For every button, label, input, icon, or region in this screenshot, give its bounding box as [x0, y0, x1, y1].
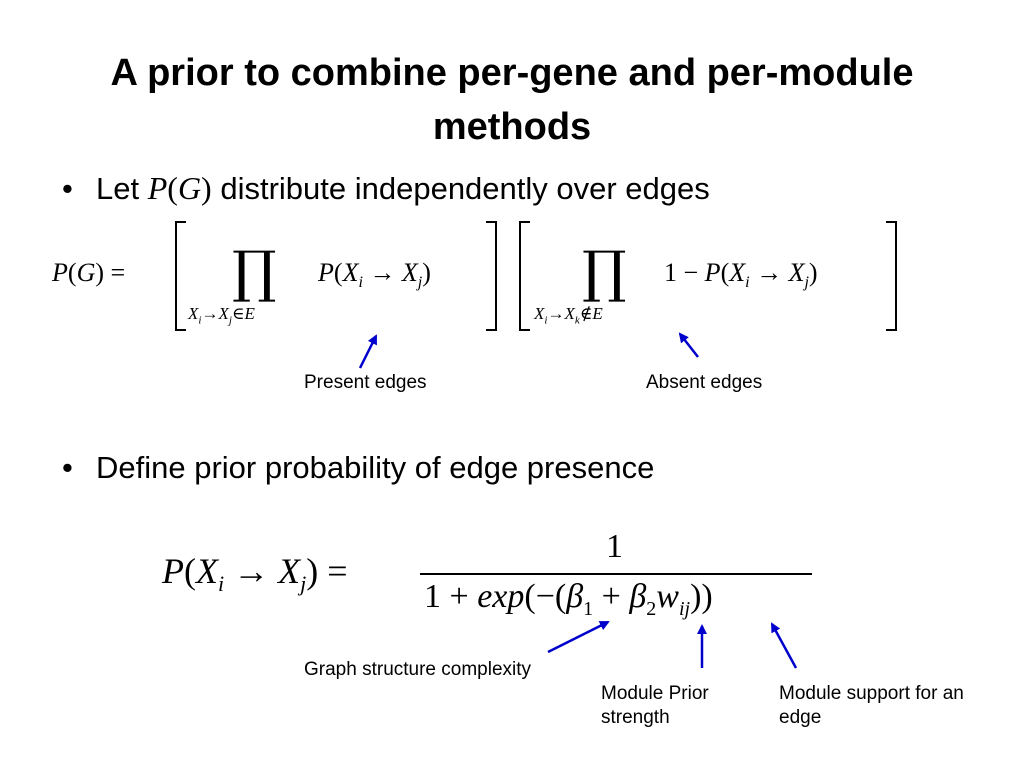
arrow-absent-edges — [678, 332, 699, 358]
eq1-sub-2: Xi→Xk∉E — [534, 304, 603, 327]
bullet-1: • Let P(G) distribute independently over … — [62, 170, 710, 207]
label-present-edges: Present edges — [304, 372, 427, 393]
eq1-product-2: ∏ — [582, 240, 627, 305]
label-module-support: Module support for an edge — [779, 683, 964, 728]
label-module-prior-strength: Module Prior strength — [601, 683, 709, 728]
eq1-term-1: P(Xi → Xj) — [318, 258, 431, 292]
bullet-1-math: P(G) — [147, 170, 212, 206]
bullet-dot: • — [62, 171, 73, 206]
eq2-lhs: P(Xi → Xj) = — [162, 551, 348, 597]
arrow-module-support — [770, 622, 798, 669]
bullet-1-prefix: Let — [96, 171, 140, 206]
arrow-present-edges — [358, 334, 378, 369]
arrow-graph-complexity — [547, 620, 610, 654]
bullet-2-text: Define prior probability of edge presenc… — [96, 450, 655, 485]
eq2-numerator: 1 — [606, 528, 623, 565]
bullet-dot: • — [62, 450, 73, 485]
eq1-product-1: ∏ — [232, 240, 277, 305]
eq1-bracket-left-1 — [175, 221, 186, 331]
eq1-bracket-right-2 — [886, 221, 897, 331]
label-absent-edges: Absent edges — [646, 372, 763, 393]
bullet-2: • Define prior probability of edge presen… — [62, 450, 654, 486]
eq2-denominator: 1 + exp(−(β1 + β2wij)) — [424, 578, 713, 620]
eq1-term-2: 1 − P(Xi → Xj) — [664, 258, 818, 292]
eq1-bracket-left-2 — [519, 221, 530, 331]
eq1-sub-1: Xi→Xj∈E — [188, 304, 255, 327]
slide-title: A prior to combine per-gene and per-modu… — [110, 52, 914, 148]
label-graph-complexity: Graph structure complexity — [304, 659, 532, 680]
eq1-lhs: P(G) = — [52, 258, 126, 287]
bullet-1-suffix: distribute independently over edges — [220, 171, 710, 206]
eq1-bracket-right-1 — [486, 221, 497, 331]
